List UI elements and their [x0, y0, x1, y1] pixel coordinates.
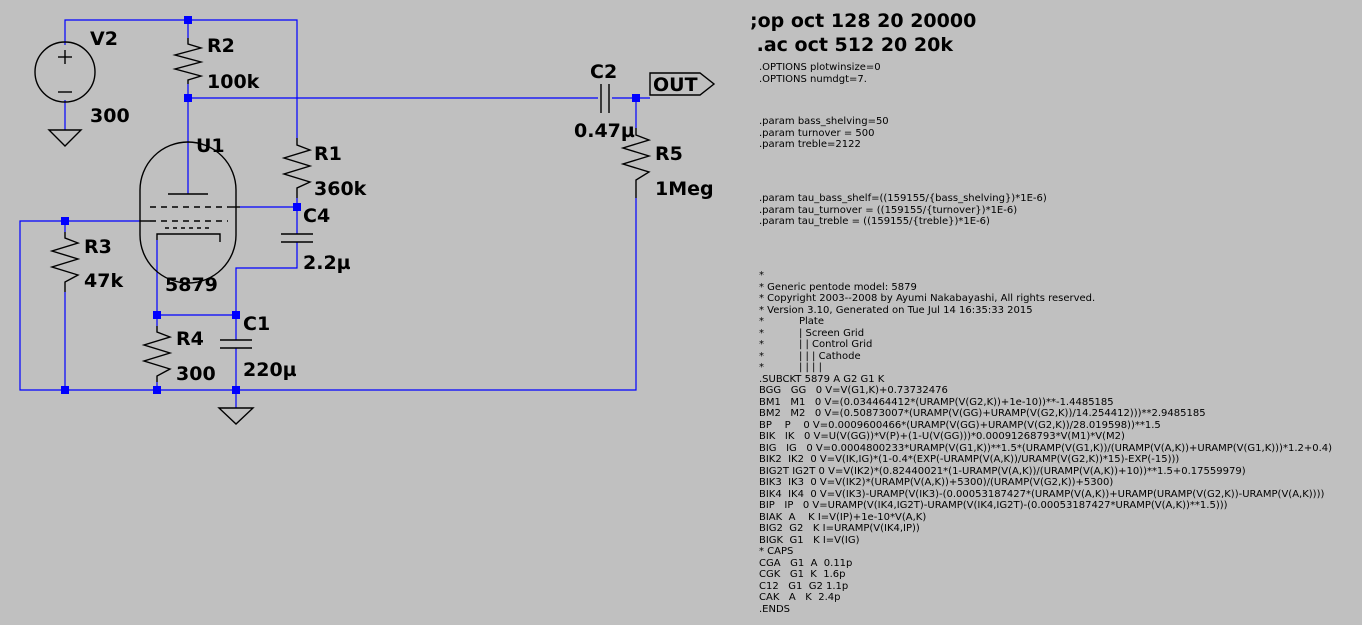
c1-name-label: C1	[243, 313, 270, 335]
r1-value-label: 360k	[314, 178, 367, 200]
r1-name-label: R1	[314, 143, 342, 165]
op-directive[interactable]: ;op oct 128 20 20000	[750, 10, 977, 32]
wires	[19, 19, 650, 408]
c4-name-label: C4	[303, 205, 330, 227]
r4-name-label: R4	[176, 328, 204, 350]
ground-symbol-v2	[47, 129, 83, 147]
u1-name-label: U1	[196, 135, 225, 157]
capacitor-c1[interactable]	[220, 339, 252, 349]
r5-name-label: R5	[655, 143, 683, 165]
r2-name-label: R2	[207, 35, 235, 57]
options-directive[interactable]: .OPTIONS plotwinsize=0 .OPTIONS numdgt=7…	[759, 62, 881, 85]
param-directive-1[interactable]: .param bass_shelving=50 .param turnover …	[759, 116, 889, 150]
r3-name-label: R3	[84, 236, 112, 258]
u1-value-label: 5879	[165, 274, 218, 296]
c2-name-label: C2	[590, 61, 617, 83]
r2-value-label: 100k	[207, 71, 260, 93]
resistor-r2[interactable]	[172, 38, 204, 84]
pentode-u1[interactable]	[139, 141, 240, 284]
ac-directive[interactable]: .ac oct 512 20 20k	[750, 34, 953, 56]
r3-value-label: 47k	[84, 270, 123, 292]
pentode-model-netlist[interactable]: * * Generic pentode model: 5879 * Copyri…	[759, 270, 1333, 615]
r4-value-label: 300	[176, 363, 216, 385]
v2-name-label: V2	[90, 28, 118, 50]
junctions	[61, 16, 640, 394]
resistor-r1[interactable]	[281, 138, 313, 198]
c1-value-label: 220µ	[243, 359, 297, 381]
resistor-r4[interactable]	[141, 326, 173, 382]
ground-symbol-c1	[217, 407, 255, 425]
c2-value-label: 0.47µ	[574, 120, 635, 142]
v2-value-label: 300	[90, 105, 130, 127]
net-label-out[interactable]: OUT	[649, 72, 716, 96]
schematic-canvas[interactable]: V2 300 R2 100k R1 360k C4 2.2µ U1 58	[0, 0, 730, 625]
r5-value-label: 1Meg	[655, 178, 714, 200]
resistor-r5[interactable]	[620, 128, 652, 198]
capacitor-c4[interactable]	[281, 233, 313, 243]
capacitor-c2[interactable]	[600, 84, 610, 113]
param-directive-2[interactable]: .param tau_bass_shelf=((159155/{bass_she…	[759, 193, 1047, 227]
resistor-r3[interactable]	[49, 232, 81, 292]
c4-value-label: 2.2µ	[303, 252, 351, 274]
out-label-text: OUT	[653, 74, 698, 96]
voltage-source-v2[interactable]	[34, 41, 96, 103]
